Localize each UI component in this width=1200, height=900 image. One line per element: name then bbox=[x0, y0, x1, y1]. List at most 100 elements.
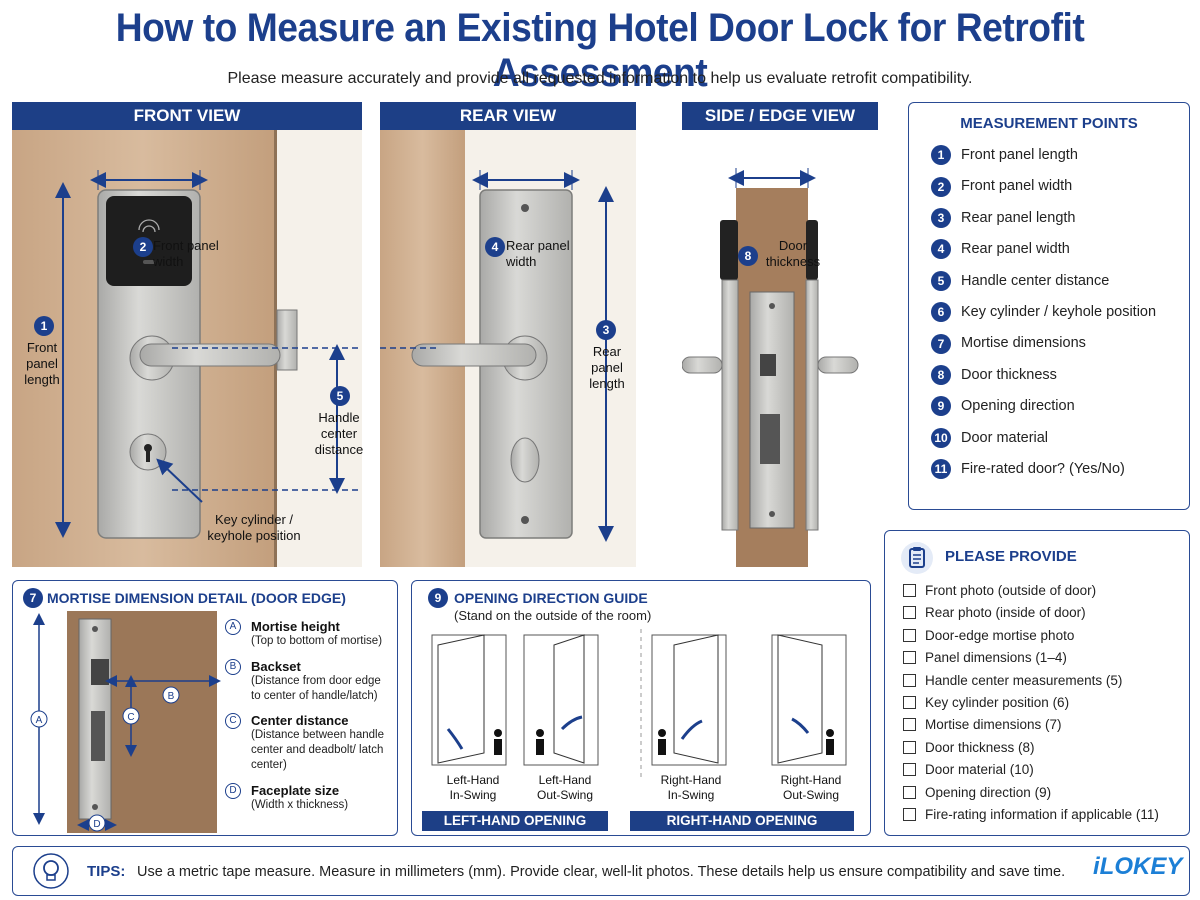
provide-item[interactable]: Key cylinder position (6) bbox=[903, 695, 1069, 713]
provide-item-label: Door thickness (8) bbox=[925, 739, 1035, 755]
clipboard-icon bbox=[901, 542, 933, 574]
provide-checkbox[interactable] bbox=[903, 718, 916, 732]
provide-checkbox[interactable] bbox=[903, 763, 916, 777]
mortise-key-badge: C bbox=[225, 713, 241, 729]
provide-item[interactable]: Door-edge mortise photo bbox=[903, 628, 1074, 646]
right-hand-opening-bar: RIGHT-HAND OPENING bbox=[630, 811, 854, 831]
opening-title: OPENING DIRECTION GUIDE bbox=[454, 590, 648, 606]
marker-4: 4 bbox=[485, 237, 505, 257]
mortise-panel: 7 MORTISE DIMENSION DETAIL (DOOR EDGE) A… bbox=[12, 580, 398, 836]
provide-item[interactable]: Opening direction (9) bbox=[903, 785, 1051, 803]
provide-item[interactable]: Door thickness (8) bbox=[903, 740, 1035, 758]
measurement-points-title: MEASUREMENT POINTS bbox=[960, 115, 1138, 132]
provide-item[interactable]: Handle center measurements (5) bbox=[903, 673, 1122, 691]
mortise-item-desc: (Width x thickness) bbox=[251, 799, 349, 811]
page-subtitle: Please measure accurately and provide al… bbox=[227, 70, 973, 87]
mortise-item-label: Faceplate size bbox=[251, 783, 340, 798]
provide-checkbox[interactable] bbox=[903, 606, 916, 620]
provide-checkbox[interactable] bbox=[903, 673, 916, 687]
handle-center-distance-label: Handle center distance bbox=[314, 410, 364, 457]
tips-bar: TIPS: Use a metric tape measure. Measure… bbox=[12, 846, 1190, 896]
door-caption-line2: Out-Swing bbox=[782, 788, 840, 802]
opening-direction-panel: 9 OPENING DIRECTION GUIDE (Stand on the … bbox=[411, 580, 871, 836]
door-thickness-label: Door thickness bbox=[765, 238, 821, 269]
provide-item[interactable]: Fire-rating information if applicable (1… bbox=[903, 807, 1159, 825]
side-view-illustration bbox=[682, 130, 878, 567]
door-lh-out bbox=[523, 634, 599, 766]
provide-item-label: Mortise dimensions (7) bbox=[925, 717, 1062, 733]
svg-text:B: B bbox=[168, 691, 175, 702]
lightbulb-icon bbox=[33, 853, 69, 889]
provide-checkbox[interactable] bbox=[903, 785, 916, 799]
provide-item[interactable]: Front photo (outside of door) bbox=[903, 583, 1096, 601]
provide-checkbox[interactable] bbox=[903, 584, 916, 597]
measurement-point-number: 7 bbox=[931, 333, 951, 354]
tips-label: TIPS: bbox=[87, 863, 126, 880]
rear-view-panel: REAR VIEW 4 Rear panel width 3 Rear pane… bbox=[380, 102, 636, 567]
measurement-point-7: 7 Mortise dimensions bbox=[931, 333, 1086, 355]
mortise-key-badge: A bbox=[225, 619, 241, 635]
mortise-item-desc: (Distance between handle center and dead… bbox=[251, 729, 384, 771]
provide-item-label: Door material (10) bbox=[925, 762, 1034, 778]
mortise-key-badge: D bbox=[225, 783, 241, 799]
marker-5: 5 bbox=[330, 386, 350, 406]
provide-item[interactable]: Mortise dimensions (7) bbox=[903, 717, 1062, 735]
mortise-item-desc: (Distance from door edge to center of ha… bbox=[251, 675, 381, 702]
marker-3: 3 bbox=[596, 320, 616, 340]
mortise-item-b: B Backset(Distance from door edge to cent… bbox=[225, 659, 393, 704]
door-swing-illustrations bbox=[431, 629, 847, 777]
door-caption-line2: Out-Swing bbox=[536, 788, 594, 802]
front-panel-width-label: Front panel width bbox=[153, 238, 219, 269]
measurement-point-number: 8 bbox=[931, 364, 951, 385]
provide-item-label: Rear photo (inside of door) bbox=[925, 605, 1086, 621]
door-rh-out bbox=[771, 634, 847, 766]
marker-8: 8 bbox=[738, 246, 758, 266]
marker-2: 2 bbox=[133, 237, 153, 257]
door-caption-line1: Left-Hand bbox=[446, 773, 500, 787]
provide-checkbox[interactable] bbox=[903, 808, 916, 821]
door-caption-line1: Right-Hand bbox=[780, 773, 842, 787]
marker-4-badge: 4 bbox=[485, 237, 505, 257]
door-rh-in bbox=[651, 634, 727, 766]
mortise-key-badge: B bbox=[225, 659, 241, 675]
provide-checkbox[interactable] bbox=[903, 628, 916, 642]
mortise-item-label: Backset bbox=[251, 659, 301, 674]
measurement-point-label: Door material bbox=[961, 429, 1049, 446]
provide-checkbox[interactable] bbox=[903, 740, 916, 754]
provide-item-label: Handle center measurements (5) bbox=[925, 672, 1123, 688]
side-view-panel: SIDE / EDGE VIEW 8 Door thickness bbox=[682, 102, 878, 567]
provide-checkbox[interactable] bbox=[903, 651, 916, 665]
provide-item[interactable]: Panel dimensions (1–4) bbox=[903, 650, 1067, 668]
provide-item[interactable]: Door material (10) bbox=[903, 762, 1034, 780]
mortise-number: 7 bbox=[23, 588, 43, 608]
measurement-point-number: 3 bbox=[931, 207, 951, 228]
measurement-point-number: 10 bbox=[931, 427, 951, 448]
mortise-title: MORTISE DIMENSION DETAIL (DOOR EDGE) bbox=[47, 590, 346, 606]
mortise-item-desc: (Top to bottom of mortise) bbox=[251, 635, 383, 647]
measurement-point-label: Opening direction bbox=[961, 398, 1075, 415]
marker-1-badge: 1 bbox=[34, 316, 54, 336]
opening-subtitle: (Stand on the outside of the room) bbox=[454, 608, 652, 623]
provide-item[interactable]: Rear photo (inside of door) bbox=[903, 605, 1086, 623]
measurement-point-number: 11 bbox=[931, 459, 951, 480]
marker-8-badge: 8 bbox=[738, 246, 758, 266]
door-caption-line1: Left-Hand bbox=[538, 773, 592, 787]
provide-checkbox[interactable] bbox=[903, 696, 916, 709]
measurement-point-label: Mortise dimensions bbox=[961, 335, 1086, 352]
provide-item-label: Front photo (outside of door) bbox=[925, 583, 1097, 598]
key-cylinder-label: Key cylinder / keyhole position bbox=[207, 512, 301, 543]
rear-view-illustration bbox=[380, 130, 636, 567]
please-provide-panel: PLEASE PROVIDE Front photo (outside of d… bbox=[884, 530, 1190, 836]
mortise-item-d: D Faceplate size(Width x thickness) bbox=[225, 783, 393, 813]
mortise-illustration: A B C D bbox=[30, 611, 221, 833]
provide-item-label: Opening direction (9) bbox=[925, 784, 1052, 800]
measurement-point-label: Rear panel width bbox=[961, 241, 1070, 258]
